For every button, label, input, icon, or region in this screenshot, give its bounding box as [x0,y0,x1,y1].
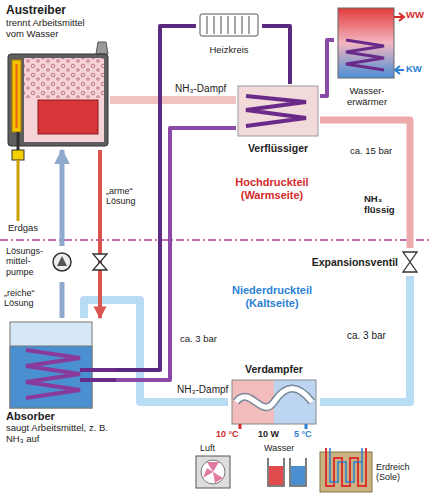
pipe-connector [262,26,290,84]
evaporator-tube [236,389,312,408]
heat-source-inlet [239,424,242,429]
node-title: Wasser- erwärmer [334,86,400,108]
node-description: trennt Arbeitsmittel vom Wasser [6,18,96,40]
absorber-solution [10,346,92,408]
pipe-connector [60,282,65,318]
ground-collector [326,448,366,486]
annotation-label: KW [406,64,430,75]
annotation-label: „reiche“ Lösung [4,288,56,309]
water-beakers [268,458,306,486]
pipe-label: ca. 3 bar [346,330,387,342]
solution-chamber [38,100,98,134]
annotation-label: Wasser [264,443,314,453]
annotation-label: ca. 15 bar [350,146,406,157]
condenser-box [238,86,318,136]
hot-water-arrow [394,13,404,21]
burner-flame [16,64,18,128]
node-title: Verdampfer [228,363,320,375]
expansion-valve [403,252,417,272]
pipe-connector [60,150,65,246]
annotation-label: 10 W [258,429,292,439]
ground-collector [330,448,362,482]
node-title: Lösungs- mittel- pumpe [6,246,50,277]
fan-icon [196,456,230,488]
gas-burner [12,60,21,132]
pipe-connector [320,276,410,402]
annotation-label: Luft [200,443,240,453]
pump-symbol [57,256,67,266]
pipe-label: NH₃-Dampf [174,83,227,95]
pipe-connector [320,120,410,248]
solvent-pump: Lösungs- mittel- pumpe [4,246,74,282]
gas-pipe [17,160,20,221]
evaporator: Verdampfer [228,362,320,428]
absorber-coil [26,350,80,398]
fan-ring [201,460,225,484]
annotation-label: Erdreich (Sole) [376,462,430,483]
evaporator-box [232,380,316,424]
gas-pipe [17,132,20,150]
generator: Austreibertrennt Arbeitsmittel vom Wasse… [4,2,110,150]
annotation-label: Erdgas [8,223,58,234]
generator-housing [8,54,108,146]
node-title: Absorber [6,410,114,423]
pipe-connector [110,96,236,104]
fan-blades [203,462,223,483]
heating-circuit: Heizkreis [196,12,262,56]
absorber-tank [10,322,92,408]
cold-water-arrow [395,66,404,74]
water-heater-tank [338,8,394,78]
heater-coil [346,40,384,70]
cool-water [291,466,305,485]
node-title: Austreiber [6,4,96,18]
node-description: saugt Arbeitsmittel, z. B. NH₃ auf [6,423,114,445]
heat-source-outlet [305,424,308,429]
pipe-label: NH₃-Dampf [176,384,229,396]
node-title: Heizkreis [196,45,262,56]
radiator [200,14,258,36]
water-heater: Wasser- erwärmer [334,6,400,108]
generator-vessel [24,58,104,142]
pipe-connector [116,128,236,380]
evaporator-tube [236,389,312,408]
annotation-label: NH₃ flüssig [364,194,402,216]
radiator-fins [207,16,249,34]
condenser: Verflüssiger [236,84,320,154]
annotation-label: WW [406,10,430,21]
annotation-label: 5 °C [294,429,324,439]
condenser-coil [246,96,306,126]
annotation-label: 10 °C [216,429,250,439]
pressure-boundary [0,239,432,240]
absorber: Absorbersaugt Arbeitsmittel, z. B. NH₃ a… [4,318,116,468]
pipe-connector [320,40,334,96]
annotation-label: Hochdruckteil (Warmseite) [214,176,330,201]
pipe-connector [98,150,102,318]
annotation-label: „arme“ Lösung [106,186,152,207]
solution-valve [93,254,107,270]
vapour-bubbles [24,58,104,98]
warm-water [269,466,283,485]
node-title: Expansionsventil [300,256,398,268]
gas-valve [12,150,24,160]
solvent-pump [53,253,71,271]
annotation-label: ca. 3 bar [180,334,230,345]
node-title: Verflüssiger [236,142,320,154]
annotation-label: Niederdruckteil (Kaltseite) [210,284,334,309]
flue-chimney [96,42,108,54]
coil-stub [80,370,117,380]
expansion-valve: Expansionsventil [300,248,424,276]
